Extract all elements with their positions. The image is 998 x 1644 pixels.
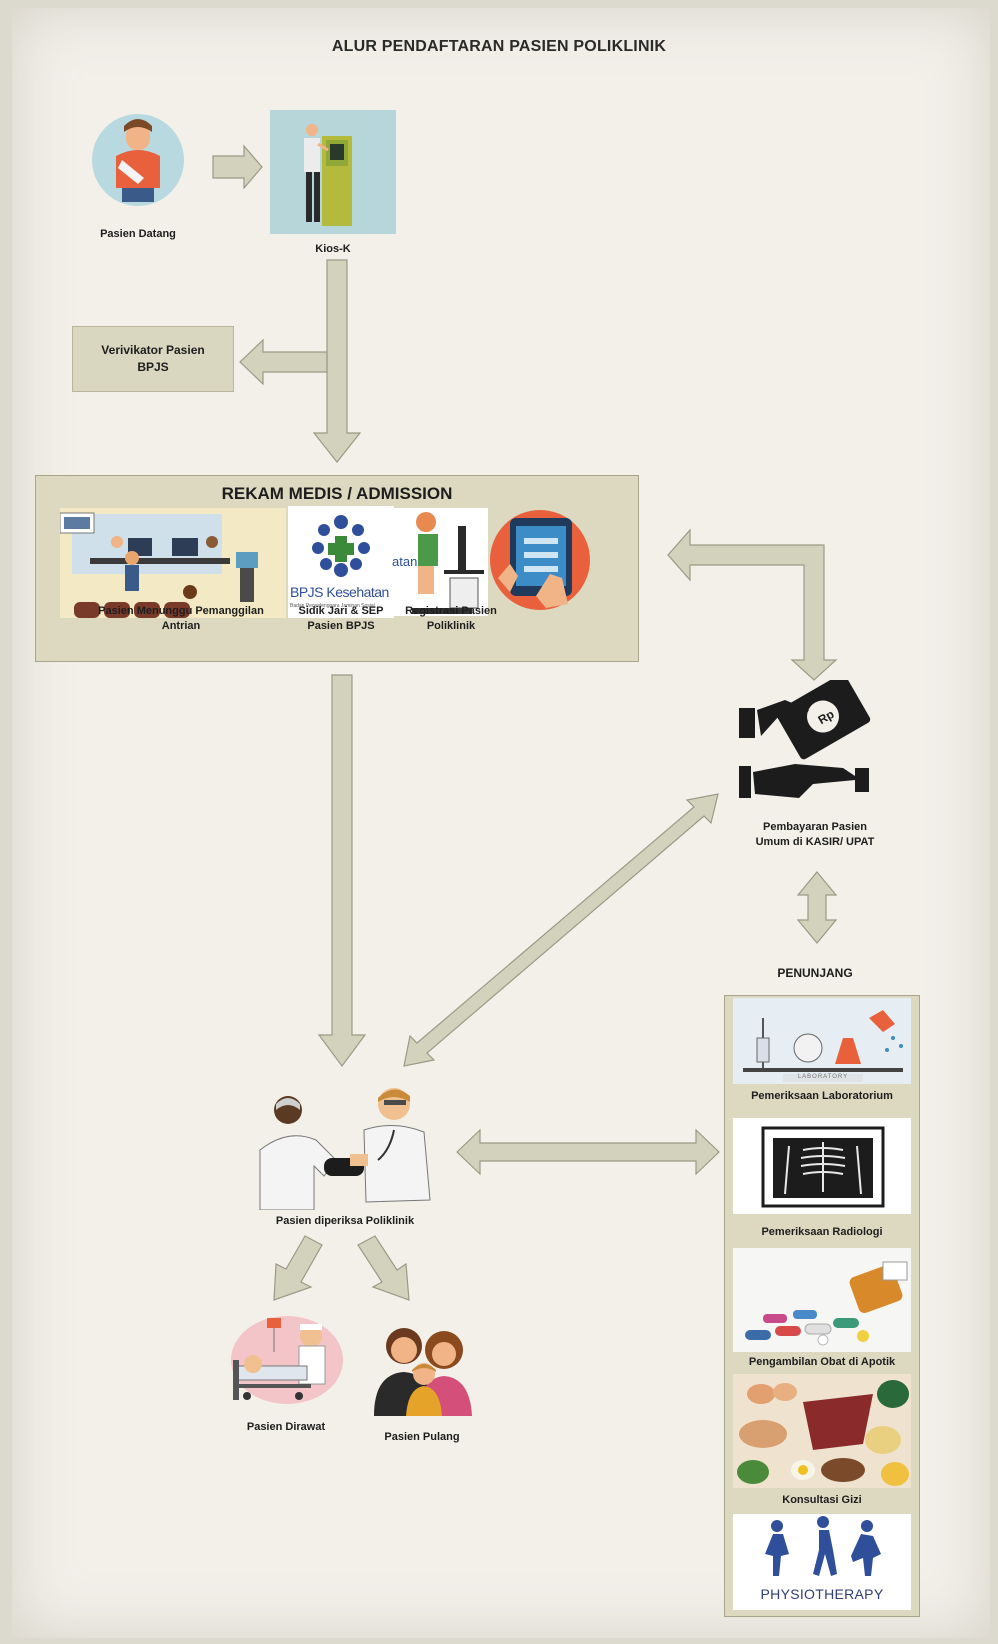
lab-label: Pemeriksaan Laboratorium [751,1090,893,1102]
penunjang-box: LABORATORY Pemeriksaan Laboratorium Peme… [724,995,920,1617]
pasien-datang-icon [88,108,188,208]
verifikator-label-line2: BPJS [137,360,169,374]
rekam-medis-title: REKAM MEDIS / ADMISSION [221,484,453,503]
bpjs-logo: BPJS Kesehatan Badan Penyelenggara Jamin… [288,506,394,618]
arrow-poliklinik-to-pulang [357,1235,410,1301]
pasien-pulang-image [364,1322,480,1416]
waiting-room-image [59,508,286,618]
penunjang-title: PENUNJANG [777,966,853,980]
radiology-image [733,1118,911,1214]
tablet-touch-icon [488,508,592,612]
arrow-pembayaran-penunjang [796,871,838,944]
menunggu-label-line1: Pasien Menunggu Pemanggilan [98,605,264,617]
physiotherapy-label: PHYSIOTHERAPY [760,1586,884,1602]
doctor-patient-image [254,1080,444,1211]
pembayaran-label-line2: Umum di KASIR/ UPAT [755,836,875,848]
sidik-jari-label: Sidik Jari & SEP Pasien BPJS [288,604,394,634]
arrow-poliklinik-pembayaran [403,793,719,1067]
registration-worker-image: atan [392,508,488,616]
menunggu-label-line2: Antrian [161,620,201,632]
gizi-label: Konsultasi Gizi [782,1494,862,1506]
pembayaran-label-line1: Pembayaran Pasien [763,821,867,833]
laboratory-image: LABORATORY [733,998,911,1084]
bpjs-logo-text: BPJS Kesehatan [290,584,389,600]
pasien-datang-label: Pasien Datang [100,228,176,240]
radiologi-label: Pemeriksaan Radiologi [761,1226,883,1238]
arrow-kios-to-verifikator [239,338,328,386]
sidik-label-line1: Sidik Jari & SEP [298,605,384,617]
registrasi-label-line1: Registrasi Pasien [405,605,497,617]
arrow-kios-to-rekam [312,259,362,463]
pembayaran-label: Pembayaran Pasien Umum di KASIR/ UPAT [735,820,895,850]
dirawat-label: Pasien Dirawat [246,1421,326,1433]
atan-text: atan [392,554,418,569]
nutrition-food-image [733,1374,911,1488]
verifikator-label-line1: Verivikator Pasien [101,343,205,357]
rekam-medis-box: REKAM MEDIS / ADMISSION [35,475,639,662]
laboratory-banner-text: LABORATORY [797,1074,849,1080]
page-title: ALUR PENDAFTARAN PASIEN POLIKLINIK [331,38,667,55]
payment-hands-icon: Rp [735,673,885,810]
medicine-image [733,1248,911,1352]
pulang-label: Pasien Pulang [384,1431,460,1443]
kios-k-label: Kios-K [315,243,351,255]
pasien-dirawat-image [227,1312,345,1412]
physiotherapy-image: PHYSIOTHERAPY [733,1514,911,1610]
verifikator-box: Verivikator Pasien BPJS [72,326,234,392]
registrasi-label-line2: Poliklinik [426,620,476,632]
diperiksa-label: Pasien diperiksa Poliklinik [275,1215,415,1227]
arrow-rekam-to-poliklinik [317,674,367,1068]
registrasi-label: Registrasi Pasien Poliklinik [396,604,506,634]
arrow-poliklinik-to-dirawat [273,1235,323,1301]
apotik-label: Pengambilan Obat di Apotik [748,1356,896,1368]
sidik-label-line2: Pasien BPJS [307,620,375,632]
arrow-datang-to-kios [212,144,263,190]
bpjs-logo-subtitle: Badan Penyelenggara Jaminan Sosial [290,603,375,609]
arrow-poliklinik-penunjang [456,1128,720,1176]
kios-k-image [270,110,396,234]
menunggu-label: Pasien Menunggu Pemanggilan Antrian [76,604,286,634]
arrow-pembayaran-to-rekam [667,528,838,681]
